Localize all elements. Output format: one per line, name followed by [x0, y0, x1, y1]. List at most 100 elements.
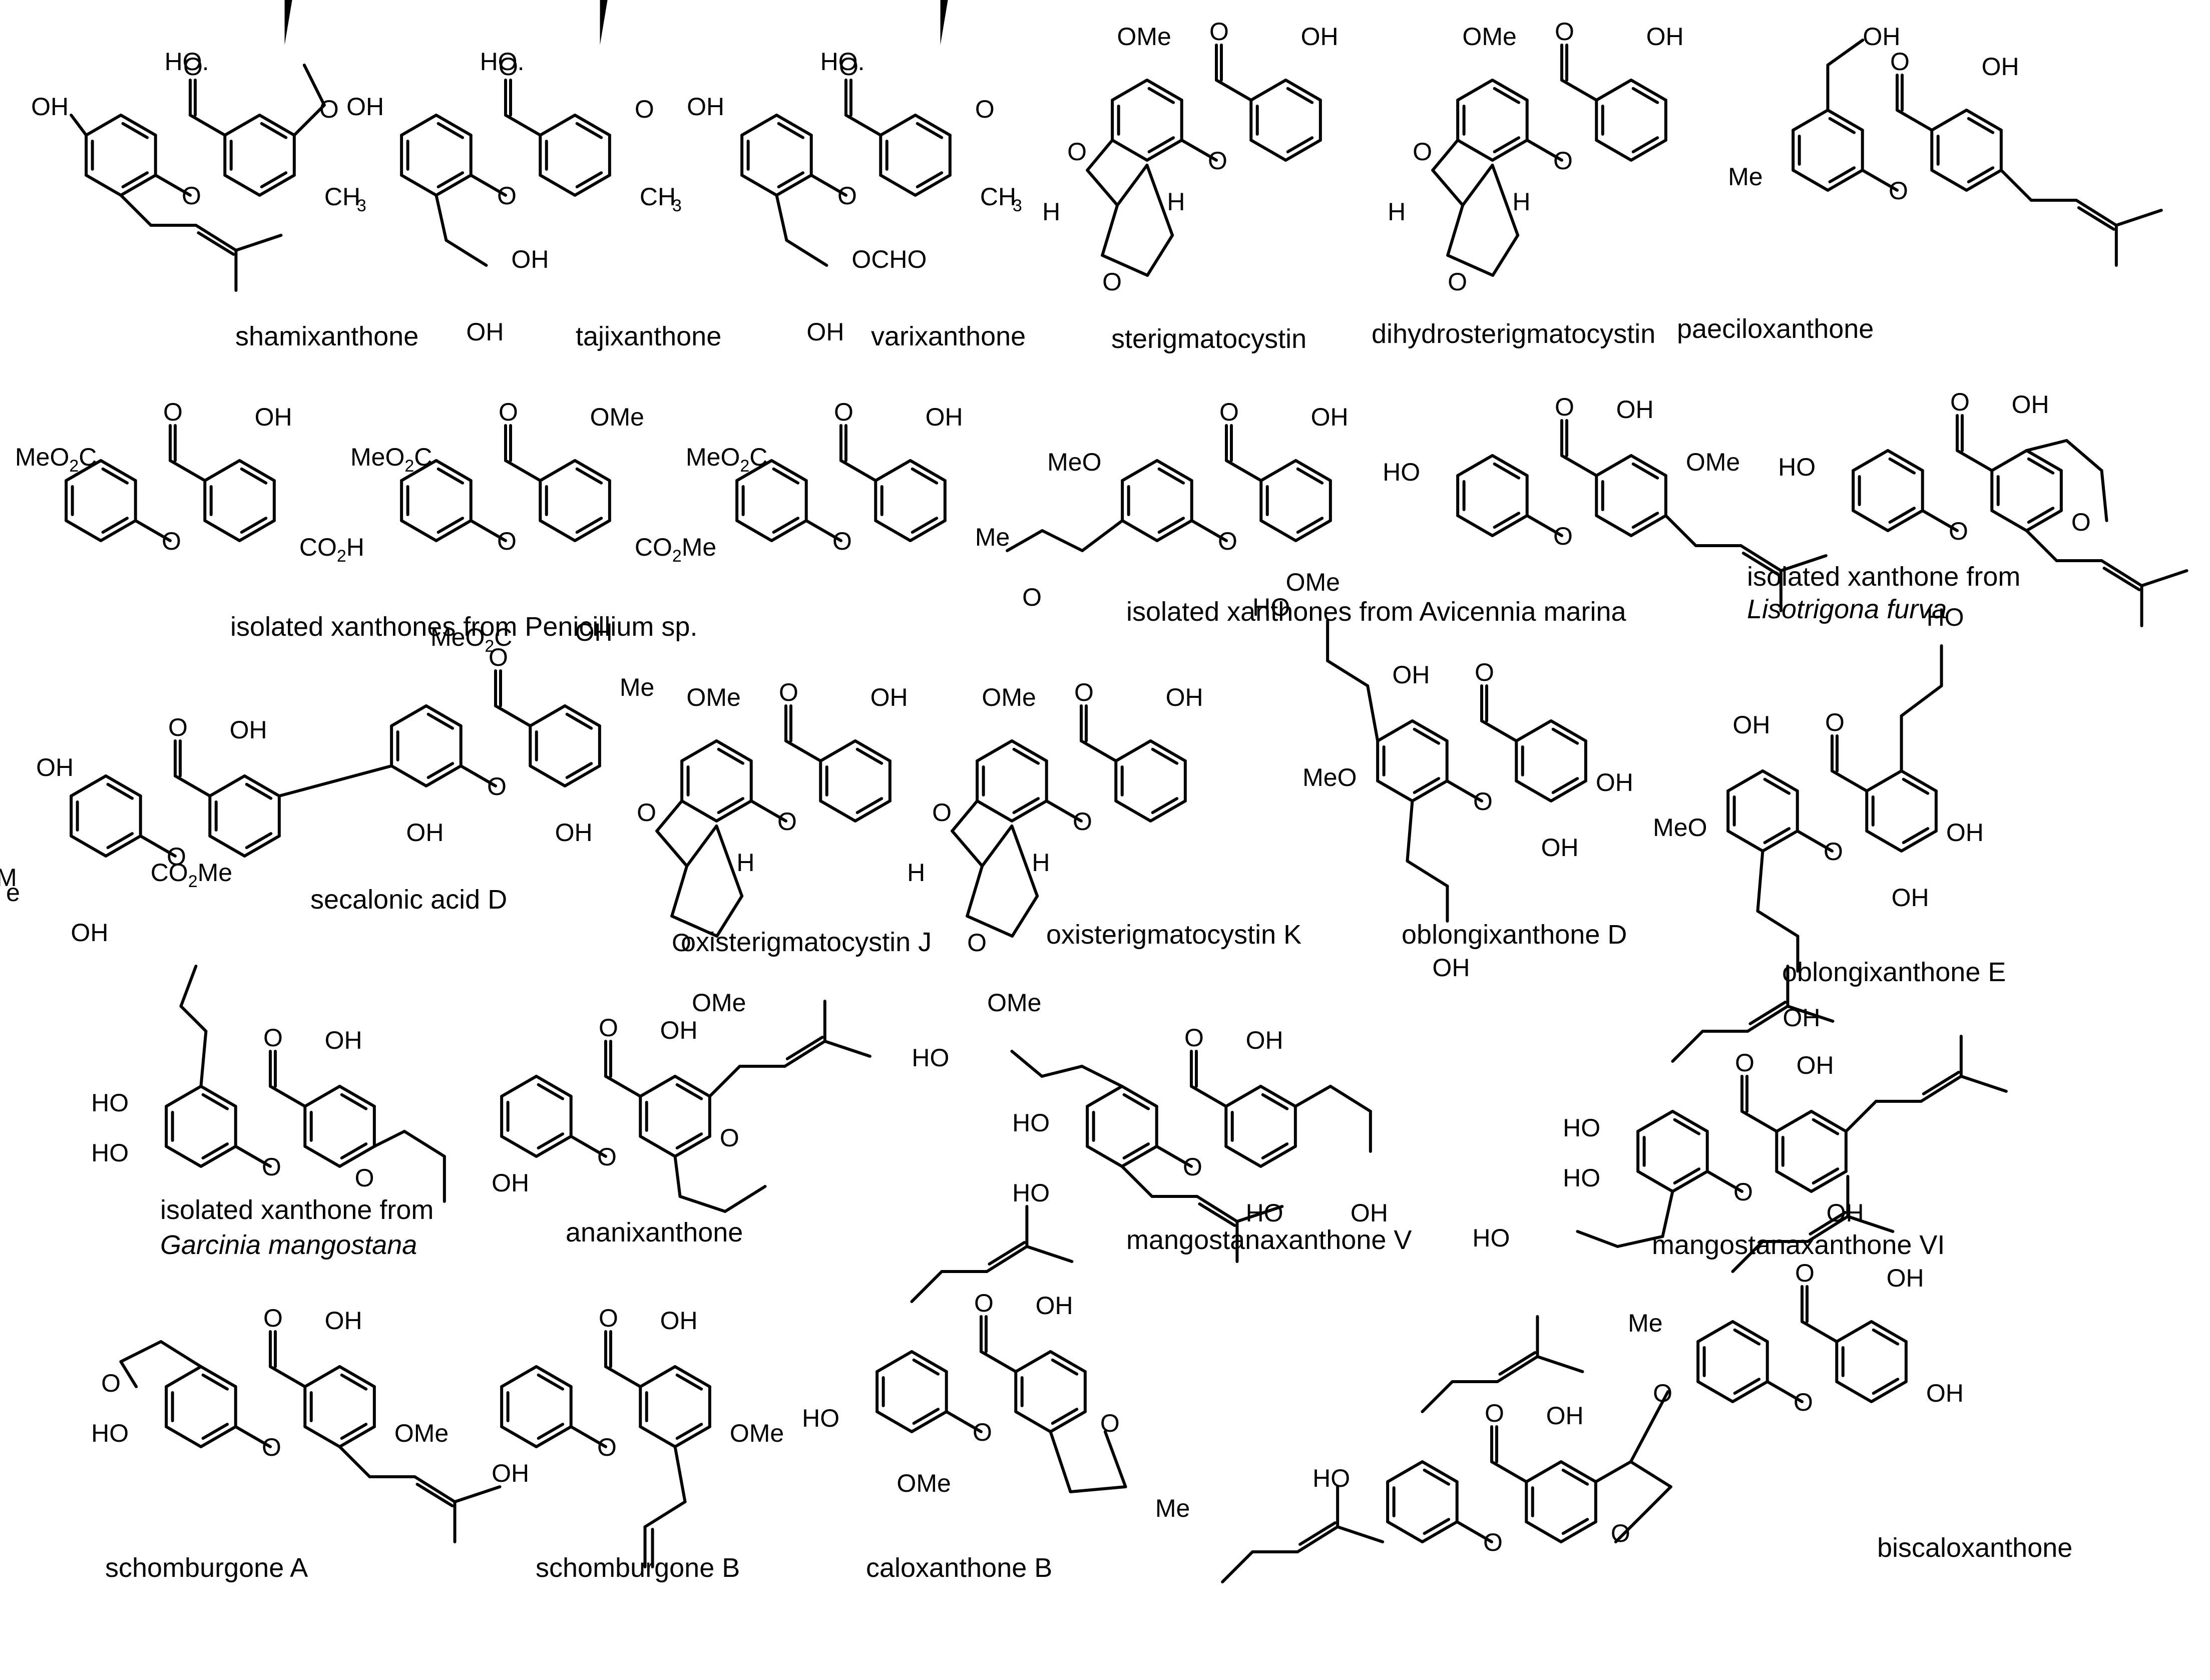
sch-b-bond: [500, 1365, 538, 1388]
hydrogen: H: [1032, 849, 1050, 877]
mang-vi-bond: [1812, 1118, 1840, 1135]
penicillium-1-bond: [203, 519, 241, 542]
prenyl-bond: [785, 1036, 824, 1060]
shamixanthone-bond: [119, 114, 157, 137]
methoxy: OMe: [394, 1419, 449, 1447]
prenyl-bond: [1496, 1355, 1539, 1383]
biscalo-bond: [1423, 1518, 1451, 1535]
oxi-j-bond: [715, 799, 753, 822]
biscalo-bond: [1455, 1520, 1493, 1543]
furan-bond: [981, 824, 1014, 868]
carbonyl-oxygen: O: [1209, 18, 1229, 46]
oxi-k-bond: [1045, 799, 1083, 822]
sch-b-bond: [500, 1425, 538, 1448]
pyran-bond: [372, 1130, 406, 1148]
ring-oxygen: O: [975, 95, 995, 123]
avicennia-2-bond: [1560, 454, 1598, 477]
methyl: CH: [324, 183, 360, 211]
sch-a-bond: [234, 1425, 272, 1448]
ring-oxygen: O: [262, 1153, 281, 1181]
ring-oxygen: O: [720, 1124, 739, 1152]
biscalo-bond: [1733, 1328, 1761, 1346]
ring-oxygen: O: [967, 929, 987, 957]
side-chain-bond: [785, 239, 828, 267]
sch-a-bond: [201, 1423, 229, 1440]
paeciloxanthone-bond: [1792, 169, 1830, 192]
hydroxyl: OH: [325, 1307, 362, 1335]
carbonyl-oxygen: O: [1184, 1024, 1204, 1052]
calo-b-bond: [980, 1350, 1018, 1373]
avicennia-2-bond: [1456, 454, 1494, 477]
paeciloxanthone-bond: [1861, 169, 1899, 192]
carbonyl-oxygen: O: [183, 53, 203, 81]
methoxy: OMe: [1286, 568, 1340, 596]
mang-v-bond: [1122, 1142, 1150, 1160]
penicillium-1-bond: [203, 459, 241, 482]
furan-bond: [1146, 234, 1174, 277]
sch-b-bond: [537, 1423, 565, 1440]
obl-e-bond: [1900, 769, 1938, 792]
hydroxyl: HO.: [480, 48, 525, 76]
paeciloxanthone-bond: [1965, 169, 2003, 192]
hydroxyl: HO: [1012, 1179, 1050, 1207]
ananix-bond: [673, 1075, 711, 1098]
mang-vi-bond: [1810, 1170, 1848, 1193]
prenyl-bond: [1221, 1550, 1254, 1583]
penicillium-3-bond: [911, 517, 939, 534]
mang-v-bond: [1224, 1145, 1262, 1168]
carbonyl-oxygen: O: [839, 53, 858, 81]
hydroxyl: OH: [2012, 390, 2049, 418]
side-chain-bond: [1576, 1230, 1619, 1248]
furan-bond: [951, 799, 979, 832]
ring-oxygen: O: [319, 95, 339, 123]
varixanthone-bond: [879, 174, 917, 197]
penicillium-2-bond: [573, 459, 611, 482]
biscalo-bond: [1696, 1320, 1734, 1343]
hydrogen: H: [1042, 198, 1060, 226]
side-chain-bond: [1081, 519, 1124, 552]
hydroxyl: OH: [255, 403, 292, 431]
label-part: CO: [299, 533, 337, 561]
prenyl-bond: [1922, 1071, 1960, 1095]
calo-b-bond: [910, 1410, 948, 1433]
side-chain-bond: [434, 194, 448, 242]
label-part: C: [414, 443, 432, 471]
label-subscript: 2: [337, 547, 346, 566]
label-part: CO: [151, 859, 188, 887]
ananix-bond: [535, 1075, 573, 1098]
side-chain-bond: [1406, 860, 1449, 888]
pyran-bond: [119, 1340, 163, 1363]
secalonic-bond: [424, 704, 463, 727]
methyl-M: M: [0, 864, 17, 892]
garcinia-bond: [201, 1093, 229, 1110]
prenyl-bond: [338, 1445, 371, 1478]
furan-bond: [1049, 1430, 1072, 1493]
mang-v-bond: [1259, 1145, 1297, 1168]
hydroxyl: OH: [806, 318, 844, 346]
ring-oxygen: O: [1183, 1153, 1202, 1181]
hydroxyl: OH: [492, 1169, 529, 1197]
penicillium-3-bond: [804, 519, 842, 542]
avicennia-2-bond: [1525, 514, 1563, 537]
methoxy: OMe: [1117, 23, 1171, 51]
prenyl-bond: [2114, 209, 2163, 227]
carbonyl-oxygen: O: [1795, 1259, 1815, 1287]
furan-bond: [1145, 164, 1174, 237]
shamixanthone-bond: [260, 171, 288, 189]
garcinia-bond: [338, 1145, 376, 1168]
hydroxyl: OH: [1392, 661, 1430, 689]
varixanthone-bond: [916, 171, 944, 189]
avicennia-2-bond: [1631, 462, 1659, 480]
oxi-k-bond: [1114, 739, 1152, 762]
secalonic-bond: [208, 774, 246, 797]
carbonyl-oxygen: O: [263, 1304, 283, 1332]
paeciloxanthone-bond: [1967, 166, 1995, 184]
tajixanthone-bond: [400, 114, 438, 137]
mang-vi-bond: [1705, 1170, 1743, 1193]
ester-label: MeO2C: [686, 443, 767, 476]
furan-bond: [966, 865, 984, 918]
ananix-bond: [500, 1075, 538, 1098]
paeciloxanthone-bond: [1826, 109, 1864, 132]
